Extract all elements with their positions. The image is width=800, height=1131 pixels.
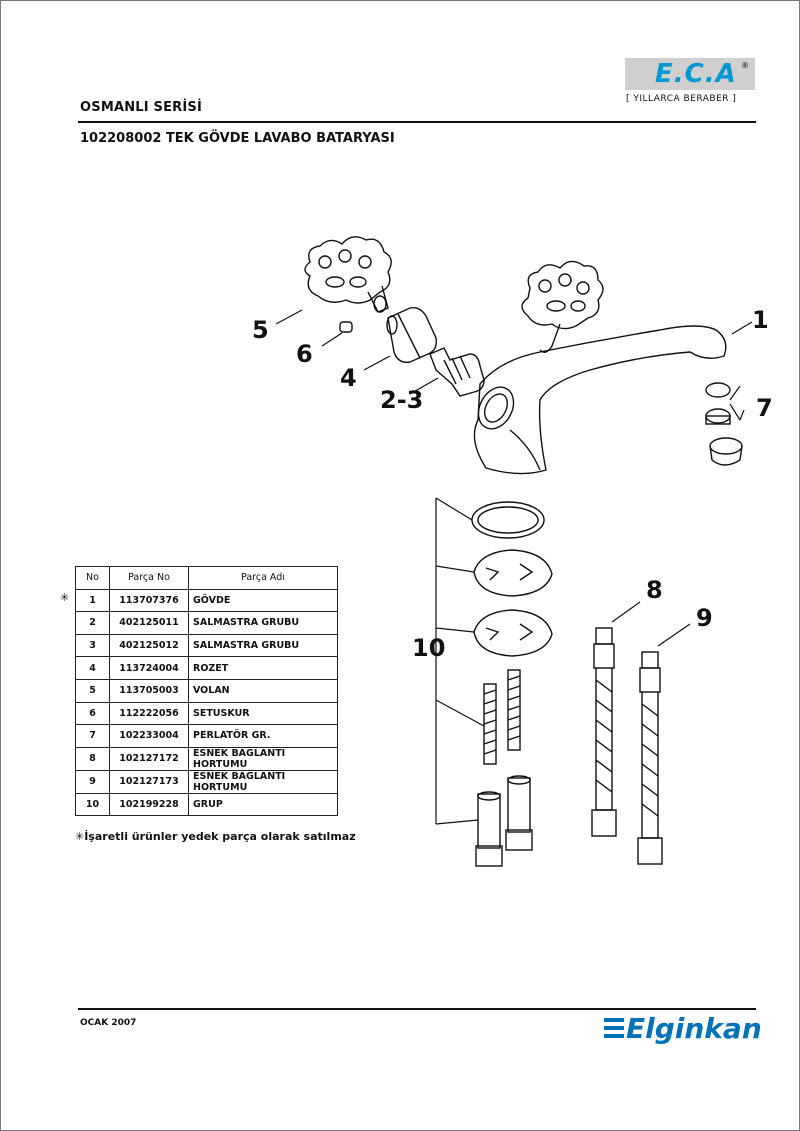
row-no: 6 [75,701,110,726]
rosette-drawing [386,306,438,363]
handle-left-drawing [304,236,392,313]
row-part-name: ESNEK BAĞLANTI HORTUMU [188,769,338,794]
product-title: 102208002 TEK GÖVDE LAVABO BATARYASI [80,131,395,146]
faucet-body-drawing [473,325,727,475]
threaded-rods-drawing [483,669,521,765]
callout-8: 8 [646,576,663,604]
row-no: 5 [75,678,110,703]
handle-right-drawing [521,260,604,353]
row-part-no: 113707376 [109,588,189,613]
row-part-no: 402125012 [109,633,189,658]
callout-5: 5 [252,316,269,344]
row-no: 2 [75,611,110,635]
series-title: OSMANLI SERİSİ [80,100,203,115]
row-no: 8 [75,746,110,771]
callout-10: 10 [412,634,445,662]
row-part-name: ROZET [188,656,338,680]
row-part-name: SALMASTRA GRUBU [188,633,338,658]
header-part-no: Parça No [109,566,189,590]
callout-1: 1 [752,306,769,334]
spare-part-note: ✳İşaretli ürünler yedek parça olarak sat… [75,830,356,843]
row-no: 9 [75,769,110,794]
row-part-name: SALMASTRA GRUBU [188,611,338,635]
logo-slogan: [ YILLARCA BERABER ] [626,94,737,104]
elginkan-logo-icon [604,1018,624,1044]
mounting-nuts-drawing [475,775,533,867]
row-no: 4 [75,656,110,680]
registered-mark: ® [741,61,749,70]
row-part-name: SETUSKUR [188,701,338,726]
row-no: 7 [75,724,110,748]
row-part-no: 102127172 [109,746,189,771]
elginkan-logo: Elginkan [626,1012,762,1045]
row-part-name: GRUP [188,792,338,817]
hose-8-drawing [591,627,617,837]
eca-logo: E.C.A [655,59,737,89]
footer-divider [78,1008,756,1010]
row-part-no: 102127173 [109,769,189,794]
aerator-drawing [705,382,743,466]
header-divider [78,121,756,123]
callout-7: 7 [756,394,773,422]
leader-lines [275,309,753,825]
asterisk-marker: ✳ [60,591,70,604]
row-part-no: 102233004 [109,724,189,748]
row-no: 3 [75,633,110,658]
row-part-no: 112222056 [109,701,189,726]
header-no: No [75,566,110,590]
hose-9-drawing [637,651,663,865]
row-part-no: 113705003 [109,678,189,703]
publication-date: OCAK 2007 [80,1018,137,1028]
table-header-row: No Parça No Parça Adı [75,566,338,590]
setscrew-drawing [339,321,353,333]
row-part-no: 402125011 [109,611,189,635]
row-no: 1 [75,588,110,613]
callout-2-3: 2-3 [380,386,423,414]
callout-4: 4 [340,364,357,392]
row-part-no: 102199228 [109,792,189,817]
callout-9: 9 [696,604,713,632]
row-part-name: VOLAN [188,678,338,703]
row-part-no: 113724004 [109,656,189,680]
row-part-name: PERLATÖR GR. [188,724,338,748]
callout-6: 6 [296,340,313,368]
mounting-plates-drawing [471,501,553,657]
eca-logo-background [625,58,755,90]
row-no: 10 [75,792,110,817]
row-part-name: GÖVDE [188,588,338,613]
header-part-name: Parça Adı [188,566,338,590]
row-part-name: ESNEK BAĞLANTI HORTUMU [188,746,338,771]
cartridge-drawing [429,347,485,397]
